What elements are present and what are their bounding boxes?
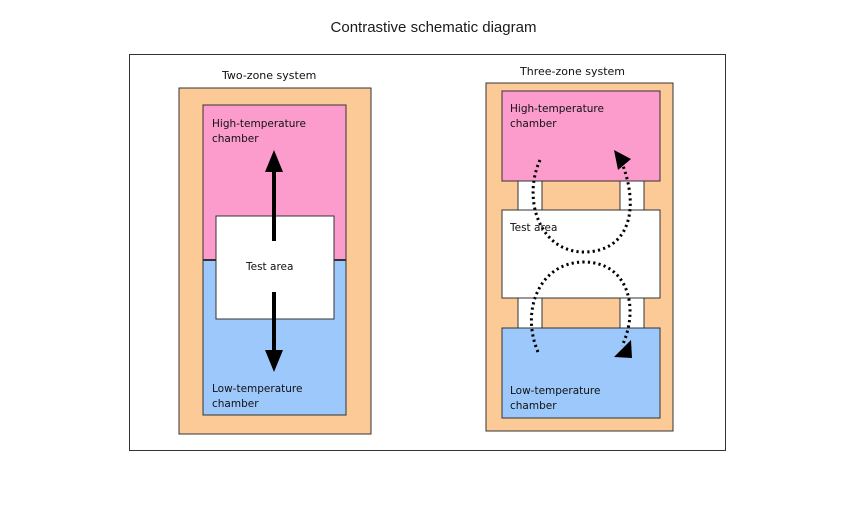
three-zone-high-label: High-temperature chamber (510, 103, 604, 130)
three-zone-high-chamber (501, 90, 661, 182)
three-zone-system (485, 82, 674, 432)
circulation-loop-upper-icon (531, 157, 632, 254)
two-zone-system (178, 87, 372, 435)
arrow-up-icon (265, 150, 283, 241)
two-zone-caption: Two-zone system (222, 69, 317, 82)
three-zone-test-area (501, 209, 661, 299)
three-zone-low-chamber (501, 327, 661, 419)
circulation-arrowhead-lower-icon (614, 340, 632, 358)
circulation-loop-lower-icon (529, 260, 632, 353)
duct-lower-left (517, 297, 543, 329)
two-zone-low-label: Low-temperature chamber (212, 383, 303, 410)
diagram-title: Contrastive schematic diagram (330, 19, 537, 36)
two-zone-test-label: Test area (246, 261, 294, 273)
duct-upper-right (619, 180, 645, 211)
three-zone-low-label: Low-temperature chamber (510, 385, 601, 412)
duct-upper-left (517, 180, 543, 211)
circulation-arrowhead-upper-icon (614, 150, 631, 170)
arrow-down-icon (265, 292, 283, 372)
three-zone-caption: Three-zone system (520, 65, 625, 78)
duct-lower-right (619, 297, 645, 329)
three-zone-test-label: Test area (510, 222, 558, 234)
two-zone-high-label: High-temperature chamber (212, 118, 306, 145)
